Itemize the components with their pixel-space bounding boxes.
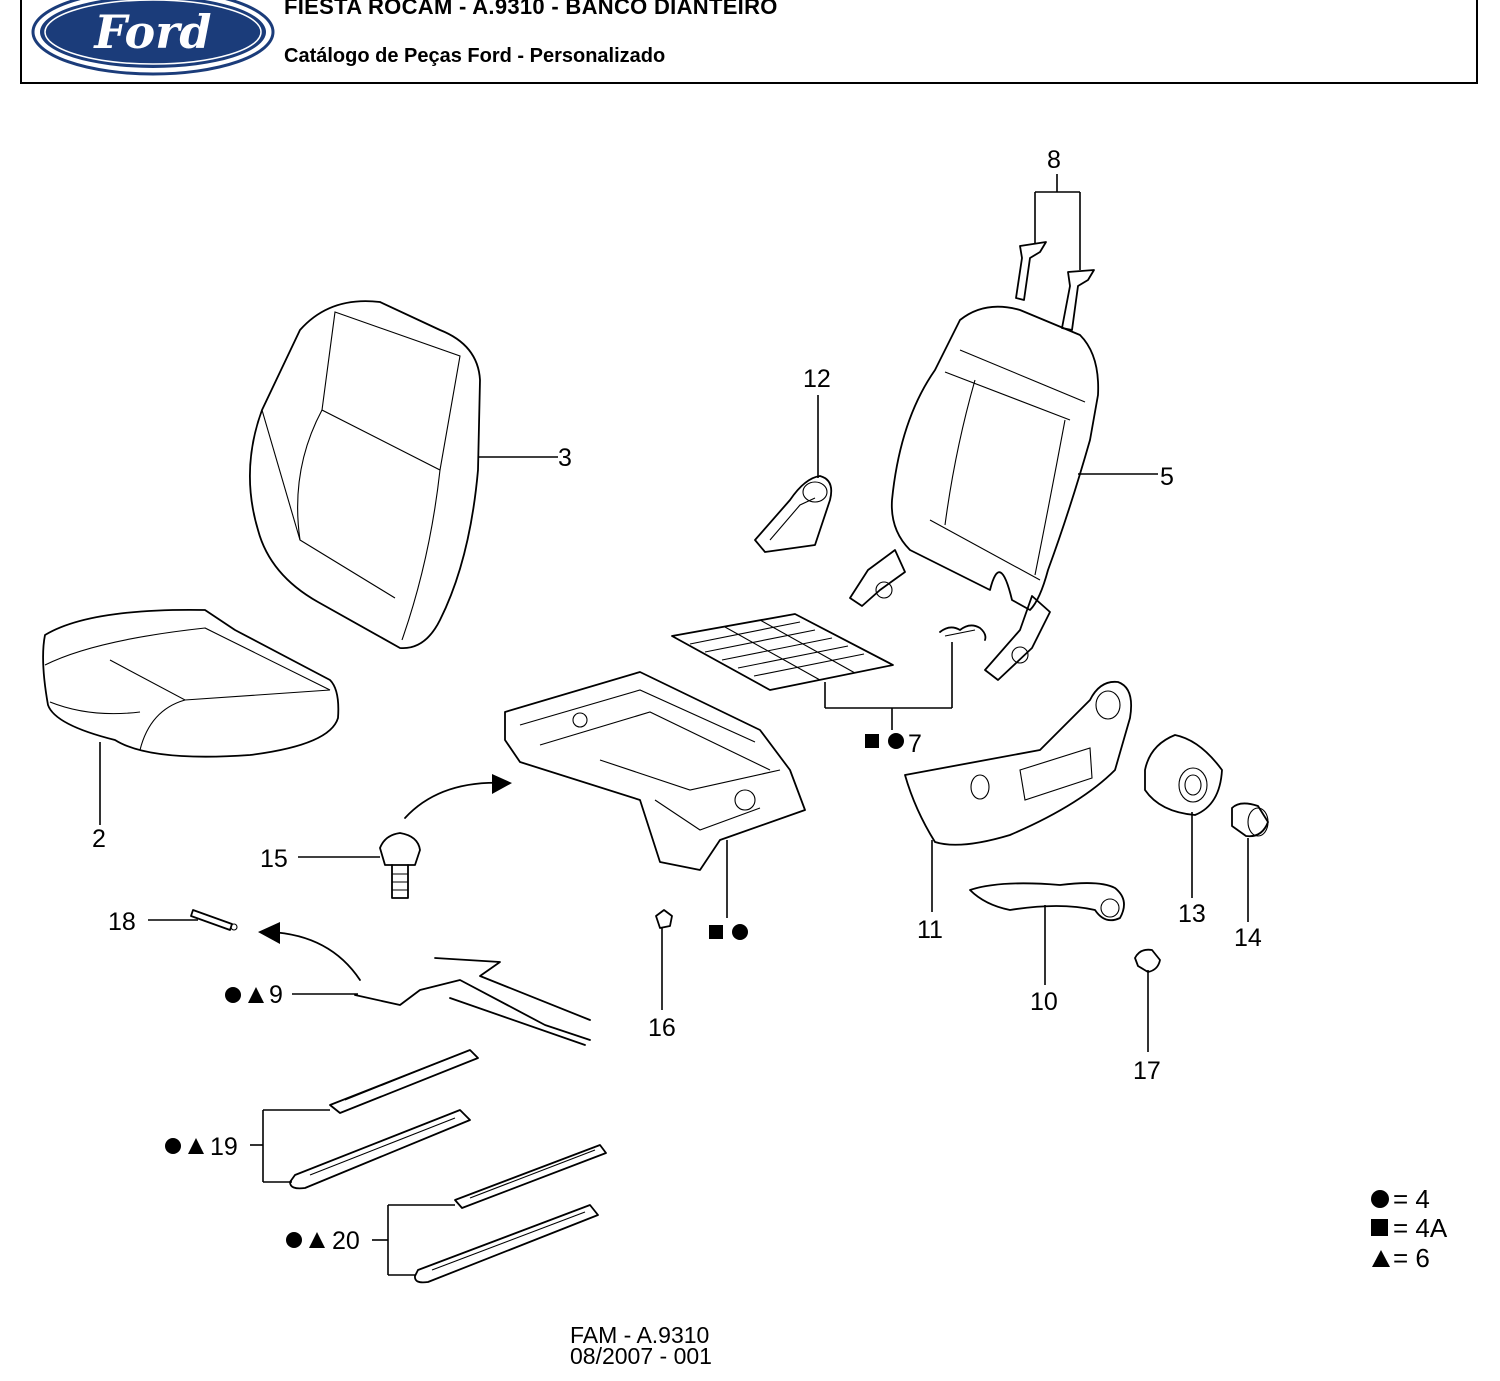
callout-3: 3 xyxy=(558,444,572,472)
part-7-spring[interactable] xyxy=(939,624,987,641)
circle-marker-19 xyxy=(165,1138,181,1154)
part-12-trim-cover[interactable] xyxy=(754,475,833,553)
header-frame xyxy=(20,0,1478,84)
part-17-small-cap[interactable] xyxy=(1134,948,1161,973)
callout-12: 12 xyxy=(803,365,831,393)
square-marker-frame xyxy=(709,925,723,939)
callout-15: 15 xyxy=(260,845,288,873)
part-16-clip[interactable] xyxy=(655,909,673,929)
part-5-backrest-frame[interactable] xyxy=(849,305,1100,681)
callout-17: 17 xyxy=(1133,1057,1161,1085)
legend-square-icon xyxy=(1371,1219,1388,1236)
part-19-rails[interactable] xyxy=(289,1049,479,1190)
leader-lines xyxy=(99,174,1249,1276)
callout-13: 13 xyxy=(1178,900,1206,928)
part-3-backrest-cushion[interactable] xyxy=(249,300,481,649)
page-title: FIESTA ROCAM - A.9310 - BANCO DIANTEIRO xyxy=(284,0,778,19)
callout-10: 10 xyxy=(1030,988,1058,1016)
triangle-marker-20 xyxy=(309,1232,325,1248)
part-20-rails[interactable] xyxy=(414,1144,607,1284)
footer-code: FAM - A.9310 xyxy=(570,1322,709,1348)
triangle-marker-19 xyxy=(188,1138,204,1154)
page-subtitle: Catálogo de Peças Ford - Personalizado xyxy=(284,45,666,67)
ford-logo-text: Ford xyxy=(92,5,211,59)
callout-20: 20 xyxy=(332,1227,360,1255)
part-7-spring-mat[interactable] xyxy=(671,613,894,691)
part-15-bolt[interactable] xyxy=(379,832,421,899)
legend: = 4 = 4A = 6 xyxy=(1371,1184,1448,1273)
legend-triangle-text: = 6 xyxy=(1393,1243,1430,1273)
legend-circle-text: = 4 xyxy=(1393,1184,1430,1214)
callout-19: 19 xyxy=(210,1133,238,1161)
part-11-side-trim[interactable] xyxy=(904,680,1133,846)
callout-9: 9 xyxy=(269,981,283,1009)
part-18-pin[interactable] xyxy=(190,909,238,931)
callout-8: 8 xyxy=(1047,146,1061,174)
part-9-rod[interactable] xyxy=(354,957,591,1046)
circle-marker-9 xyxy=(225,987,241,1003)
footer-date: 08/2007 - 001 xyxy=(570,1343,712,1369)
callout-18: 18 xyxy=(108,908,136,936)
part-8-headrest-guides[interactable] xyxy=(1015,241,1095,331)
square-marker-7 xyxy=(865,734,879,748)
callout-2: 2 xyxy=(92,825,106,853)
callout-11: 11 xyxy=(917,916,943,944)
triangle-marker-9 xyxy=(248,987,264,1003)
legend-circle-icon xyxy=(1371,1190,1389,1208)
callout-5: 5 xyxy=(1160,463,1174,491)
legend-triangle-icon xyxy=(1372,1250,1390,1267)
part-13-knob[interactable] xyxy=(1144,734,1223,816)
callout-7: 7 xyxy=(908,730,922,758)
part-2-seat-cushion[interactable] xyxy=(42,608,340,758)
seat-base-frame[interactable] xyxy=(504,671,806,871)
circle-marker-20 xyxy=(286,1232,302,1248)
callout-symbols xyxy=(165,733,904,1248)
ford-logo: Ford xyxy=(31,0,275,76)
part-10-lever[interactable] xyxy=(969,882,1125,922)
assembly-arrows xyxy=(258,774,512,981)
circle-marker-frame xyxy=(732,924,748,940)
part-14-cap[interactable] xyxy=(1231,802,1269,838)
callout-14: 14 xyxy=(1234,924,1262,952)
circle-marker-7 xyxy=(888,733,904,749)
callout-16: 16 xyxy=(648,1014,676,1042)
legend-square-text: = 4A xyxy=(1393,1213,1448,1243)
